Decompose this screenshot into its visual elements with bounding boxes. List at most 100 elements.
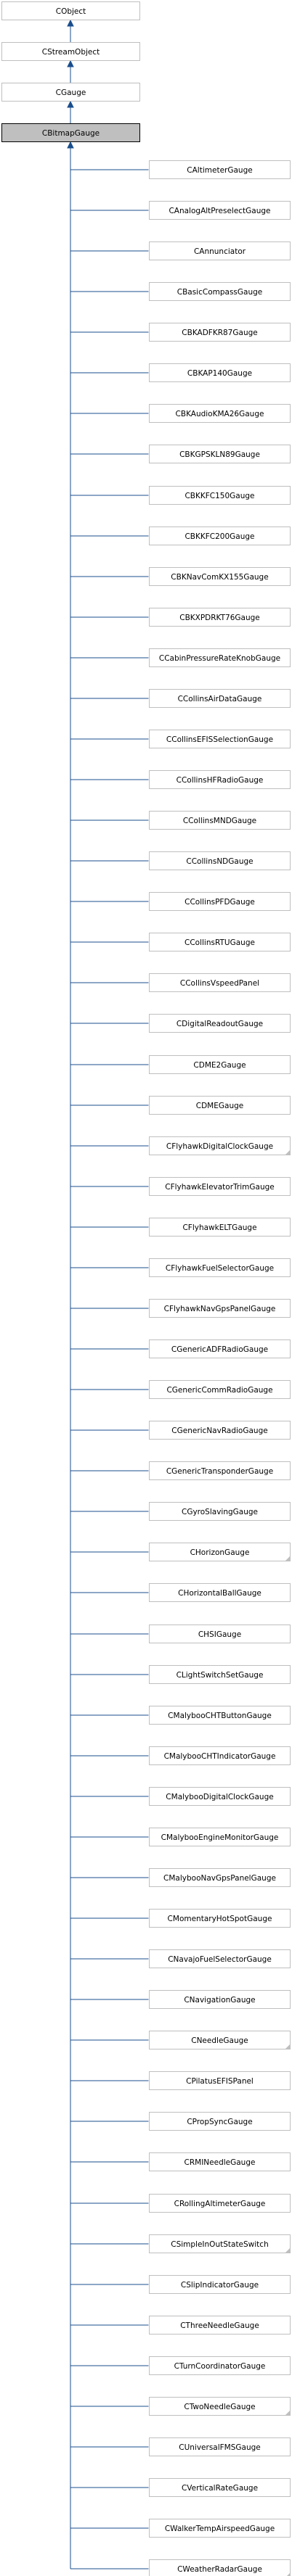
class-node-cbkxpdrkt76gauge[interactable]: CBKXPDRKT76Gauge (149, 608, 291, 627)
class-node-cdigitalreadoutgauge[interactable]: CDigitalReadoutGauge (149, 1014, 291, 1033)
class-node-caltimetergauge[interactable]: CAltimeterGauge (149, 160, 291, 179)
node-box (149, 1665, 291, 1684)
class-node-cgenericadfradiogauge[interactable]: CGenericADFRadioGauge (149, 1339, 291, 1358)
class-node-cdmegauge[interactable]: CDMEGauge (149, 1096, 291, 1115)
class-node-cdme2gauge[interactable]: CDME2Gauge (149, 1055, 291, 1074)
class-node-cthreeneedlegauge[interactable]: CThreeNeedleGauge (149, 2316, 291, 2334)
class-node-cturncoordinatorgauge[interactable]: CTurnCoordinatorGauge (149, 2356, 291, 2375)
class-node-cweatherradargauge[interactable]: CWeatherRadarGauge (149, 2559, 291, 2576)
node-label: CBasicCompassGauge (177, 288, 263, 297)
node-label: CMomentaryHotSpotGauge (168, 1915, 272, 1923)
class-node-cuniversalfmsgauge[interactable]: CUniversalFMSGauge (149, 2437, 291, 2456)
class-node-ccollinspfdgauge[interactable]: CCollinsPFDGauge (149, 892, 291, 911)
node-box (149, 1909, 291, 1928)
node-box (149, 1949, 291, 1968)
class-node-cnavigationgauge[interactable]: CNavigationGauge (149, 1990, 291, 2009)
class-node-ccollinsefisselectiongauge[interactable]: CCollinsEFISSelectionGauge (149, 730, 291, 748)
class-node-cbkap140gauge[interactable]: CBKAP140Gauge (149, 363, 291, 382)
node-label: CCollinsNDGauge (186, 857, 253, 866)
node-label: CGenericADFRadioGauge (171, 1345, 268, 1354)
class-node-cmalyboochtbuttongauge[interactable]: CMalybooCHTButtonGauge (149, 1706, 291, 1725)
node-box (149, 1299, 291, 1318)
node-box (149, 1828, 291, 1846)
node-label: CObject (56, 7, 86, 16)
class-node-cbasiccompassgauge[interactable]: CBasicCompassGauge (149, 282, 291, 301)
collapsed-marker-icon (285, 2411, 290, 2415)
class-node-cbkadfkr87gauge[interactable]: CBKADFKR87Gauge (149, 323, 291, 342)
node-box (149, 1543, 291, 1561)
node-label: CAnnunciator (194, 247, 246, 256)
class-node-cgyroslavinggauge[interactable]: CGyroSlavingGauge (149, 1502, 291, 1521)
class-node-cgenericcommradiogauge[interactable]: CGenericCommRadioGauge (149, 1380, 291, 1399)
class-node-chorizontalballgauge[interactable]: CHorizontalBallGauge (149, 1583, 291, 1602)
node-box (149, 201, 291, 220)
node-box (149, 973, 291, 992)
class-node-cflyhawknavgpspanelgauge[interactable]: CFlyhawkNavGpsPanelGauge (149, 1299, 291, 1318)
class-node-cbkgpskln89gauge[interactable]: CBKGPSKLN89Gauge (149, 445, 291, 463)
class-node-chorizongauge[interactable]: CHorizonGauge (149, 1543, 291, 1561)
node-label: CGyroSlavingGauge (182, 1508, 258, 1516)
class-node-cstreamobject[interactable]: CStreamObject (1, 42, 140, 61)
class-node-cmalyboochtindicatorgauge[interactable]: CMalybooCHTIndicatorGauge (149, 1746, 291, 1765)
class-node-cbkkfc200gauge[interactable]: CBKKFC200Gauge (149, 527, 291, 545)
class-node-crollingaltimetergauge[interactable]: CRollingAltimeterGauge (149, 2194, 291, 2213)
class-node-ccollinsmndgauge[interactable]: CCollinsMNDGauge (149, 811, 291, 830)
class-node-cbitmapgauge[interactable]: CBitmapGauge (1, 123, 140, 142)
class-node-cflyhawkelevatortrimgauge[interactable]: CFlyhawkElevatorTrimGauge (149, 1177, 291, 1196)
inheritance-arrowhead (67, 19, 74, 27)
class-node-cmalyboodigitalclockgauge[interactable]: CMalybooDigitalClockGauge (149, 1787, 291, 1806)
collapsed-marker-icon (285, 1556, 290, 1561)
class-node-cverticalrategauge[interactable]: CVerticalRateGauge (149, 2478, 291, 2497)
class-node-clightswitchsetgauge[interactable]: CLightSwitchSetGauge (149, 1665, 291, 1684)
class-node-cgenericnavradiogauge[interactable]: CGenericNavRadioGauge (149, 1421, 291, 1440)
class-node-ccollinsvspeedpanel[interactable]: CCollinsVspeedPanel (149, 973, 291, 992)
collapsed-marker-icon (285, 2248, 290, 2253)
node-label: CTwoNeedleGauge (184, 2403, 255, 2411)
class-node-ctwoneedlegauge[interactable]: CTwoNeedleGauge (149, 2397, 291, 2416)
class-node-cflyhawkfuelselectorgauge[interactable]: CFlyhawkFuelSelectorGauge (149, 1258, 291, 1277)
class-node-cbknavcomkx155gauge[interactable]: CBKNavComKX155Gauge (149, 567, 291, 586)
node-label: CRMINeedleGauge (184, 2158, 256, 2167)
class-node-cflyhawkdigitalclockgauge[interactable]: CFlyhawkDigitalClockGauge (149, 1136, 291, 1155)
class-node-ccollinsrtugauge[interactable]: CCollinsRTUGauge (149, 933, 291, 951)
class-node-ccollinshfradiogauge[interactable]: CCollinsHFRadioGauge (149, 770, 291, 789)
node-box (149, 1625, 291, 1643)
class-node-cannunciator[interactable]: CAnnunciator (149, 242, 291, 260)
class-node-crmineedlegauge[interactable]: CRMINeedleGauge (149, 2152, 291, 2171)
class-node-cpropsyncgauge[interactable]: CPropSyncGauge (149, 2112, 291, 2131)
node-label: CCollinsVspeedPanel (180, 979, 259, 988)
class-node-chsigauge[interactable]: CHSIGauge (149, 1625, 291, 1643)
node-label: CVerticalRateGauge (182, 2484, 258, 2493)
class-node-cgenerictranspondergauge[interactable]: CGenericTransponderGauge (149, 1461, 291, 1480)
class-node-cwalkertempairspeedgauge[interactable]: CWalkerTempAirspeedGauge (149, 2519, 291, 2538)
class-node-ccollinsairdatagauge[interactable]: CCollinsAirDataGauge (149, 689, 291, 708)
class-node-cbkaudiokma26gauge[interactable]: CBKAudioKMA26Gauge (149, 404, 291, 423)
node-box (149, 282, 291, 301)
class-node-cneedlegauge[interactable]: CNeedleGauge (149, 2031, 291, 2049)
class-node-cslipindicatorgauge[interactable]: CSlipIndicatorGauge (149, 2275, 291, 2294)
class-node-cbkkfc150gauge[interactable]: CBKKFC150Gauge (149, 486, 291, 505)
class-node-ccabinpressurerateknobgauge[interactable]: CCabinPressureRateKnobGauge (149, 648, 291, 667)
node-label: CStreamObject (42, 48, 100, 57)
node-label: CBKAP140Gauge (187, 369, 252, 378)
class-node-cmalybooenginemonitorgauge[interactable]: CMalybooEngineMonitorGauge (149, 1828, 291, 1846)
class-node-cflyhawkeltgauge[interactable]: CFlyhawkELTGauge (149, 1218, 291, 1237)
node-box (149, 1096, 291, 1115)
node-box (149, 323, 291, 342)
class-node-cmomentaryhotspotgauge[interactable]: CMomentaryHotSpotGauge (149, 1909, 291, 1928)
node-box (149, 567, 291, 586)
class-node-cnavajofuelselectorgauge[interactable]: CNavajoFuelSelectorGauge (149, 1949, 291, 1968)
node-label: CBKADFKR87Gauge (182, 329, 257, 337)
class-node-cpilatusefispanel[interactable]: CPilatusEFISPanel (149, 2071, 291, 2090)
node-box (149, 2031, 291, 2049)
class-node-csimpleinoutstateswitch[interactable]: CSimpleInOutStateSwitch (149, 2234, 291, 2253)
node-box (149, 160, 291, 179)
node-box (149, 608, 291, 627)
class-node-canalogaltpreselectgauge[interactable]: CAnalogAltPreselectGauge (149, 201, 291, 220)
node-box (149, 1421, 291, 1440)
class-node-cobject[interactable]: CObject (1, 1, 140, 20)
class-node-cgauge[interactable]: CGauge (1, 83, 140, 102)
class-node-cmalyboonavgpspanelgauge[interactable]: CMalybooNavGpsPanelGauge (149, 1868, 291, 1887)
class-node-ccollinsndgauge[interactable]: CCollinsNDGauge (149, 851, 291, 870)
node-box (149, 2356, 291, 2375)
